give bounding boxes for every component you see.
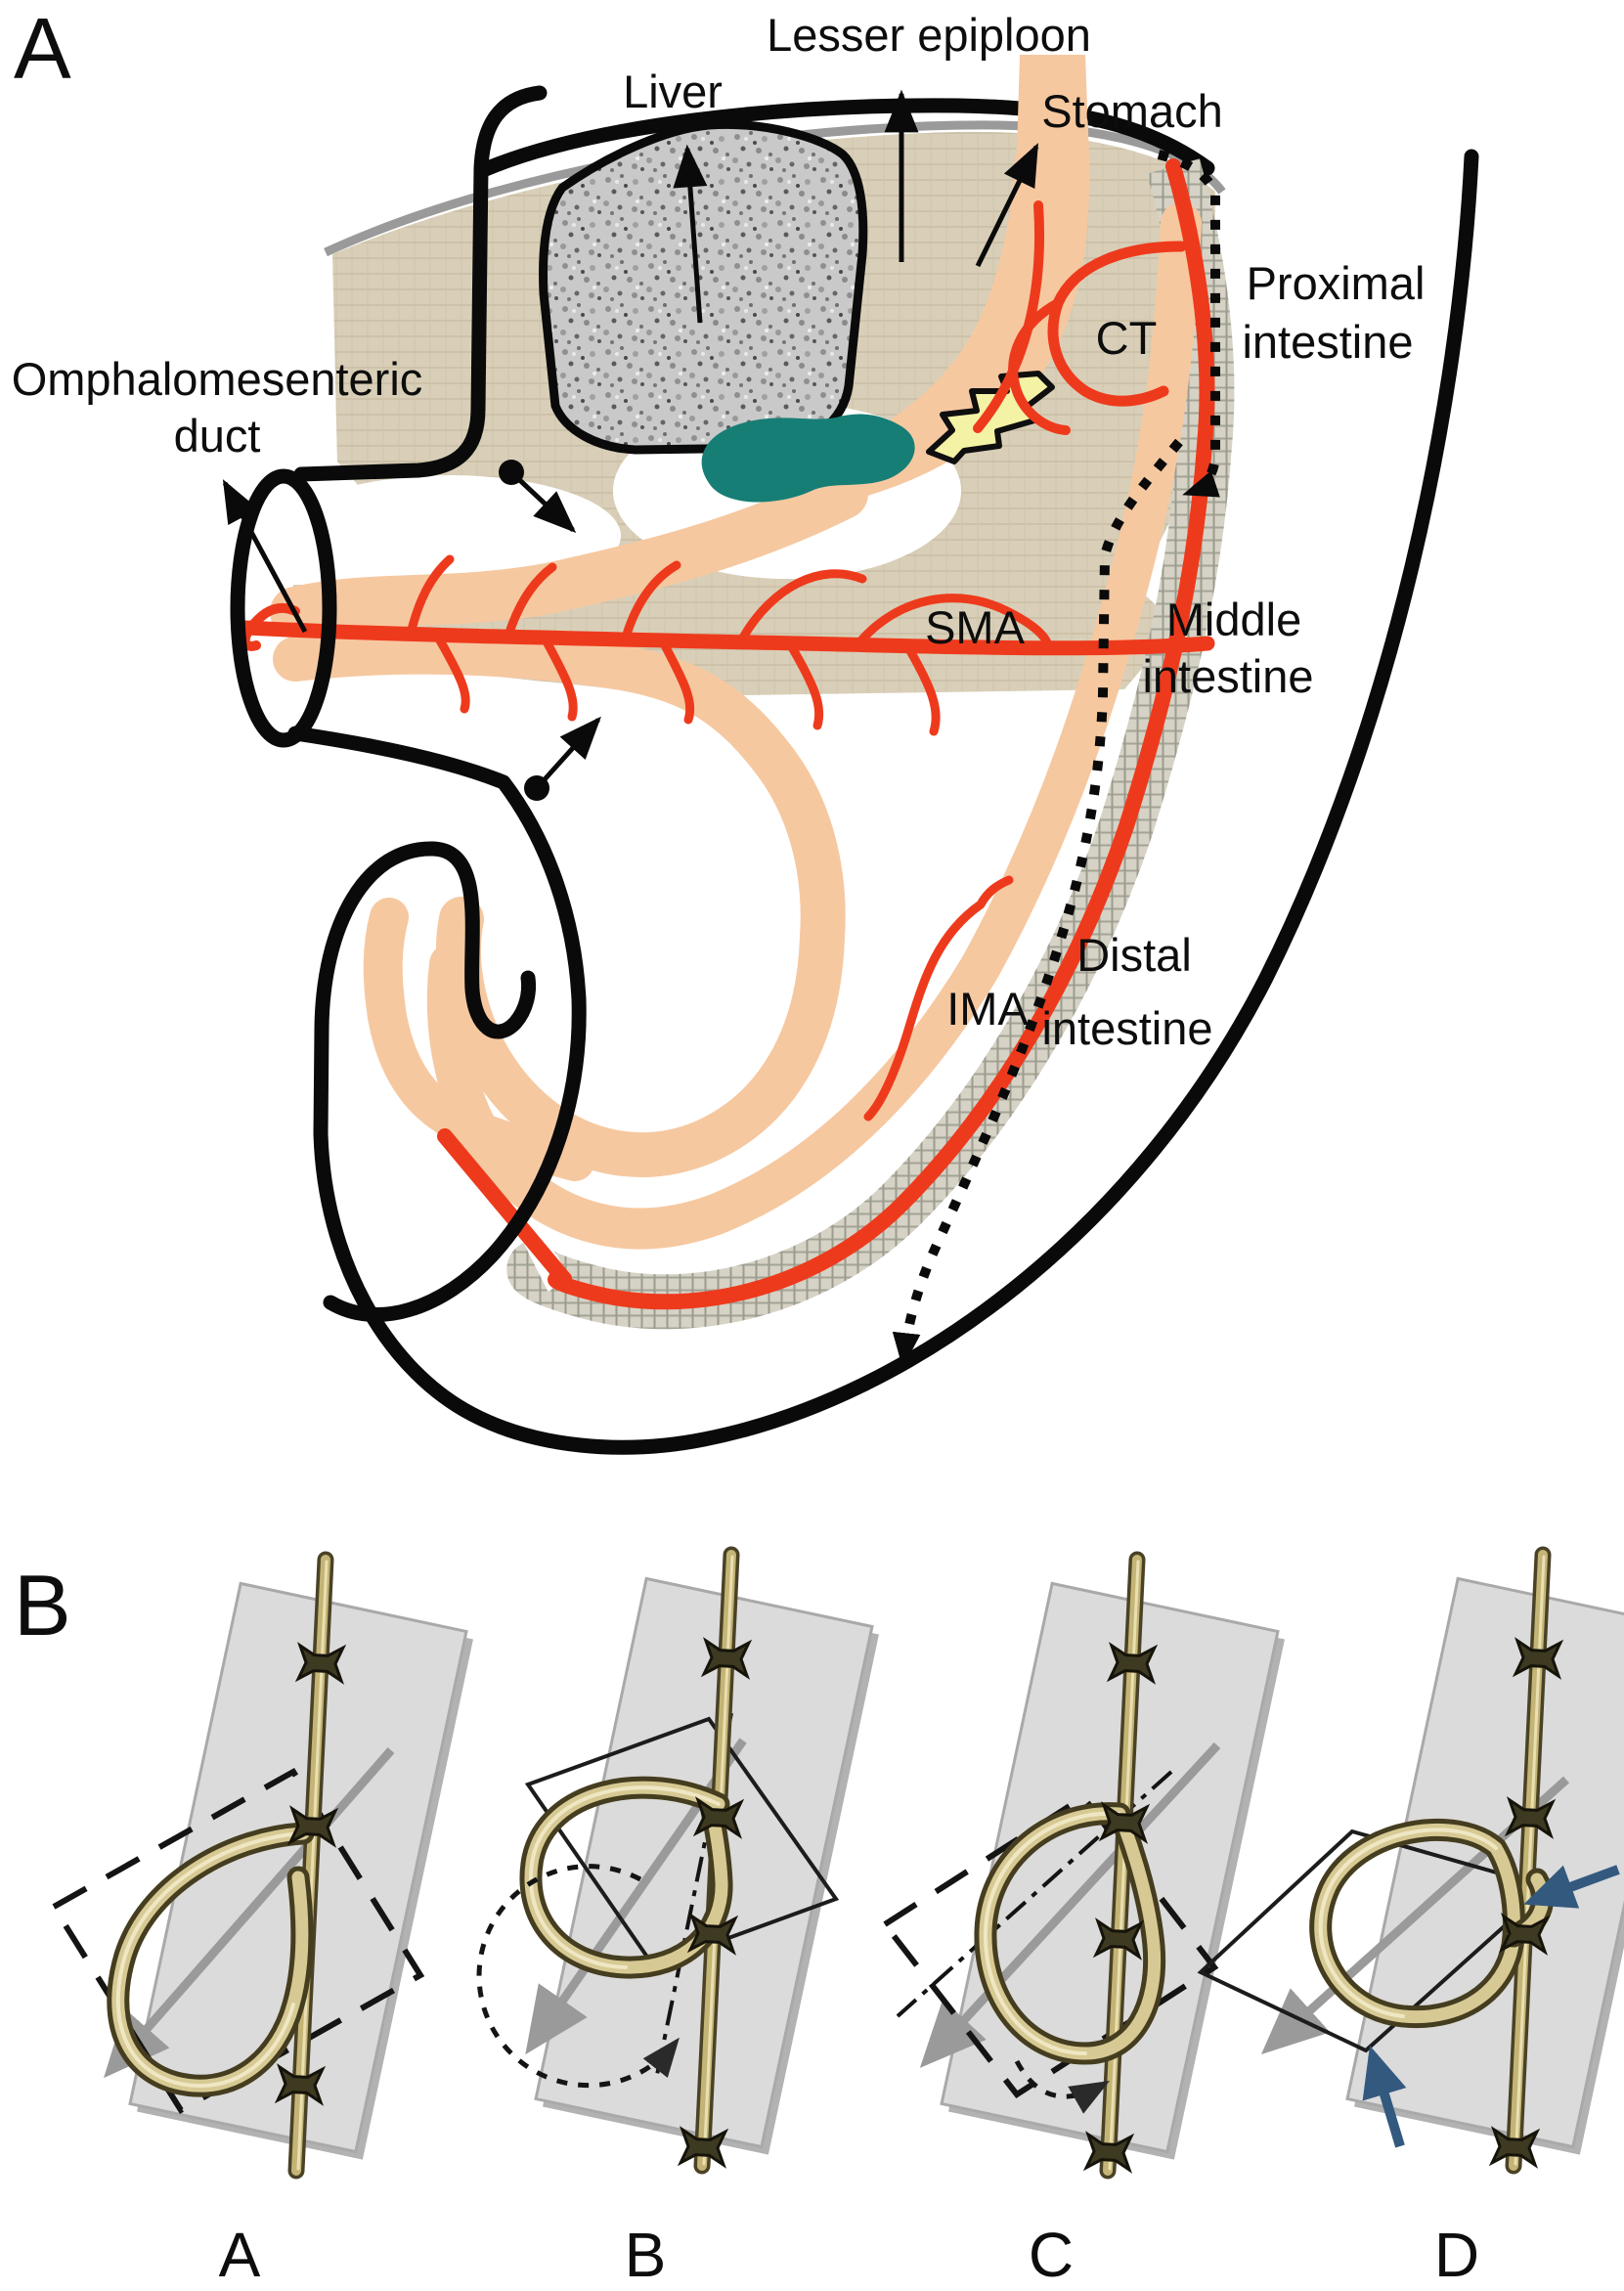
label-distal-intestine-1: Distal (1076, 929, 1192, 981)
marginal-artery-cut-arm (437, 1128, 572, 1287)
stage-label-a: A (219, 2220, 261, 2290)
label-ima: IMA (946, 983, 1029, 1035)
blue-arrow-bottom (1362, 2046, 1407, 2148)
distal-limb (273, 629, 846, 1177)
stage-d (1197, 1546, 1624, 2175)
panel-a-label: A (14, 0, 71, 97)
label-proximal-intestine-1: Proximal (1247, 257, 1426, 309)
leader-arrows (222, 89, 1039, 801)
duct-arrow (222, 479, 308, 634)
rotation-arc-arrow (476, 1864, 680, 2089)
stage-a (49, 1551, 473, 2180)
leader-arrow-upper (509, 470, 577, 533)
leader-arrow-lower (535, 716, 601, 790)
plate (534, 1576, 879, 2155)
label-sma: SMA (925, 601, 1026, 653)
label-ct: CT (1096, 312, 1158, 364)
stage-label-c: C (1029, 2220, 1074, 2290)
sma-cut-stub (240, 602, 300, 651)
label-liver: Liver (623, 66, 723, 117)
celiac-trunk (1047, 241, 1187, 407)
label-proximal-intestine-2: intestine (1242, 316, 1413, 368)
outer-body-wall (313, 149, 1479, 1455)
lower-duct-wall (287, 726, 587, 1322)
colon-band (426, 202, 1202, 1250)
upper-duct-wall (293, 85, 548, 482)
liver-shape (539, 119, 868, 455)
arteries (239, 158, 1215, 1310)
label-omphalomesenteric-1: Omphalomesenteric (12, 353, 423, 405)
label-middle-intestine-1: Middle (1166, 594, 1301, 645)
stage-b (476, 1546, 879, 2175)
ileal-coil (363, 898, 594, 1181)
liver-arrow (673, 144, 708, 324)
label-stomach: Stomach (1041, 85, 1222, 137)
blue-arrow-right (1523, 1865, 1620, 1909)
dorsal-pancreas-teal (701, 414, 915, 503)
axis-gray-arrow (104, 1747, 395, 2079)
panel-a: A Lesser epiploon Liver Stomach Proximal… (12, 0, 1479, 1455)
sma-branches (406, 554, 1053, 736)
duct-opening-ellipse (230, 468, 337, 748)
stage-label-d: D (1434, 2220, 1479, 2290)
label-middle-intestine-2: intestine (1142, 650, 1313, 702)
marginal-artery (548, 158, 1215, 1310)
stage-label-b: B (625, 2220, 667, 2290)
rotation-arc-arrow (1014, 2059, 1110, 2114)
dotted-boundary-proximal (1157, 150, 1220, 498)
ima-artery (863, 875, 1014, 1122)
panel-b-label: B (14, 1557, 71, 1653)
stage-c (880, 1551, 1285, 2180)
label-lesser-epiploon: Lesser epiploon (767, 9, 1091, 61)
label-distal-intestine-2: intestine (1041, 1002, 1212, 1054)
proximal-limb (270, 468, 868, 638)
mesentery-plane-solid (524, 1716, 840, 1968)
body-outline (230, 85, 1479, 1455)
gastric-branch (973, 200, 1045, 433)
intestinal-loop (519, 1776, 733, 1979)
label-omphalomesenteric-2: duct (174, 410, 261, 462)
intestinal-loop (974, 1802, 1166, 2065)
intestinal-loop (107, 1822, 315, 2097)
plate (1345, 1576, 1624, 2155)
panel-b: B (14, 1546, 1624, 2290)
axis-gray-arrow (919, 1741, 1221, 2068)
stomach-arrow (975, 143, 1039, 268)
